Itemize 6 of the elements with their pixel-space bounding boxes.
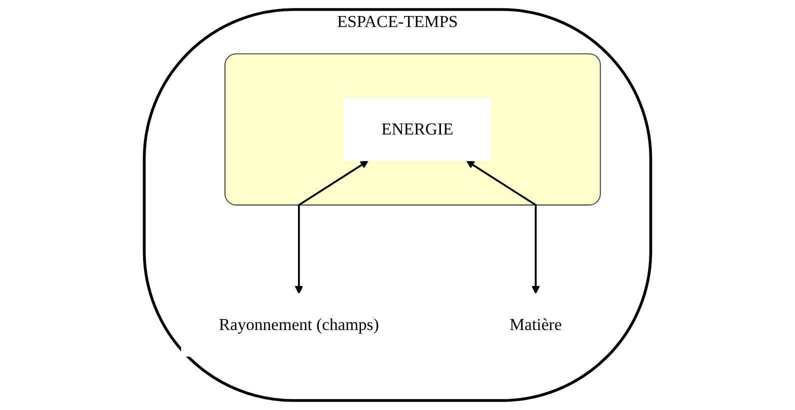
node-box: ENERGIE [344, 98, 492, 162]
cluster [224, 53, 601, 206]
arrow [294, 160, 368, 294]
node-text: Matière [510, 315, 562, 334]
arrow [466, 160, 540, 294]
node-text: Rayonnement (champs) [218, 315, 379, 334]
